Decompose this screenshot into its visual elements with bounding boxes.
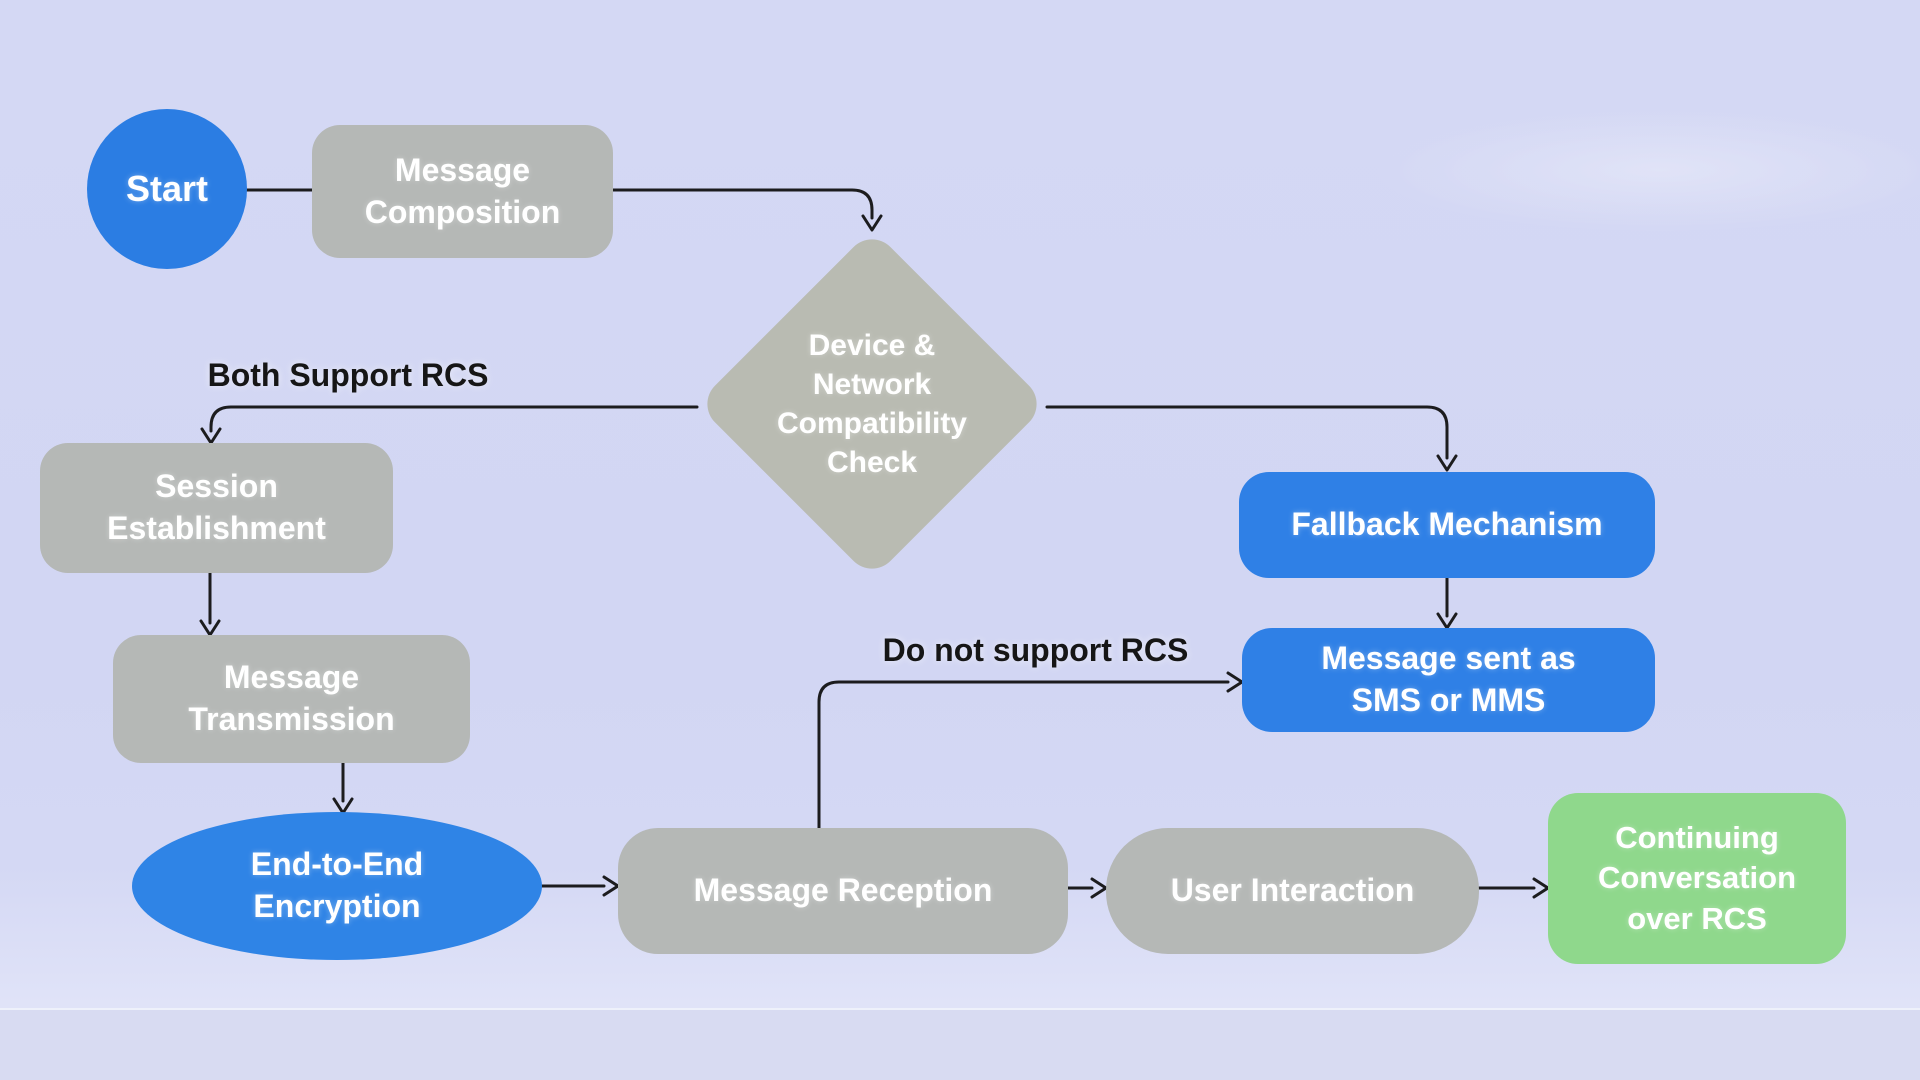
edge-label-both-support-rcs: Both Support RCS [207,357,489,393]
connector-interaction-continuing [1477,877,1550,899]
edge-label-do-not-support-rcs: Do not support RCS [882,632,1189,668]
connector-transmission-encryption [332,761,354,815]
connector-check-session [200,405,699,445]
connector-reception-interaction [1066,877,1108,899]
node-message-sent-as-sms-or-mms: Message sent as SMS or MMS [1242,628,1655,732]
connector-encryption-reception [540,875,620,897]
connector-check-fallback [1045,405,1458,472]
background-bottom-strip [0,1008,1920,1080]
node-fallback-mechanism: Fallback Mechanism [1239,472,1655,578]
connector-reception-sms [817,671,1244,830]
connector-session-transmission [199,571,221,637]
node-end-to-end-encryption: End-to-End Encryption [132,812,542,960]
connector-fallback-sms [1436,576,1458,630]
node-user-interaction: User Interaction [1106,828,1479,954]
connector-composition-check [611,188,883,232]
node-start: Start [87,109,247,269]
node-compatibility-check: Device & Network Compatibility Check [776,329,967,479]
node-message-composition: Message Composition [312,125,613,258]
node-continuing-conversation-over-rcs: Continuing Conversation over RCS [1548,793,1846,964]
node-message-transmission: Message Transmission [113,635,470,763]
node-message-reception: Message Reception [618,828,1068,954]
node-session-establishment: Session Establishment [40,443,393,573]
